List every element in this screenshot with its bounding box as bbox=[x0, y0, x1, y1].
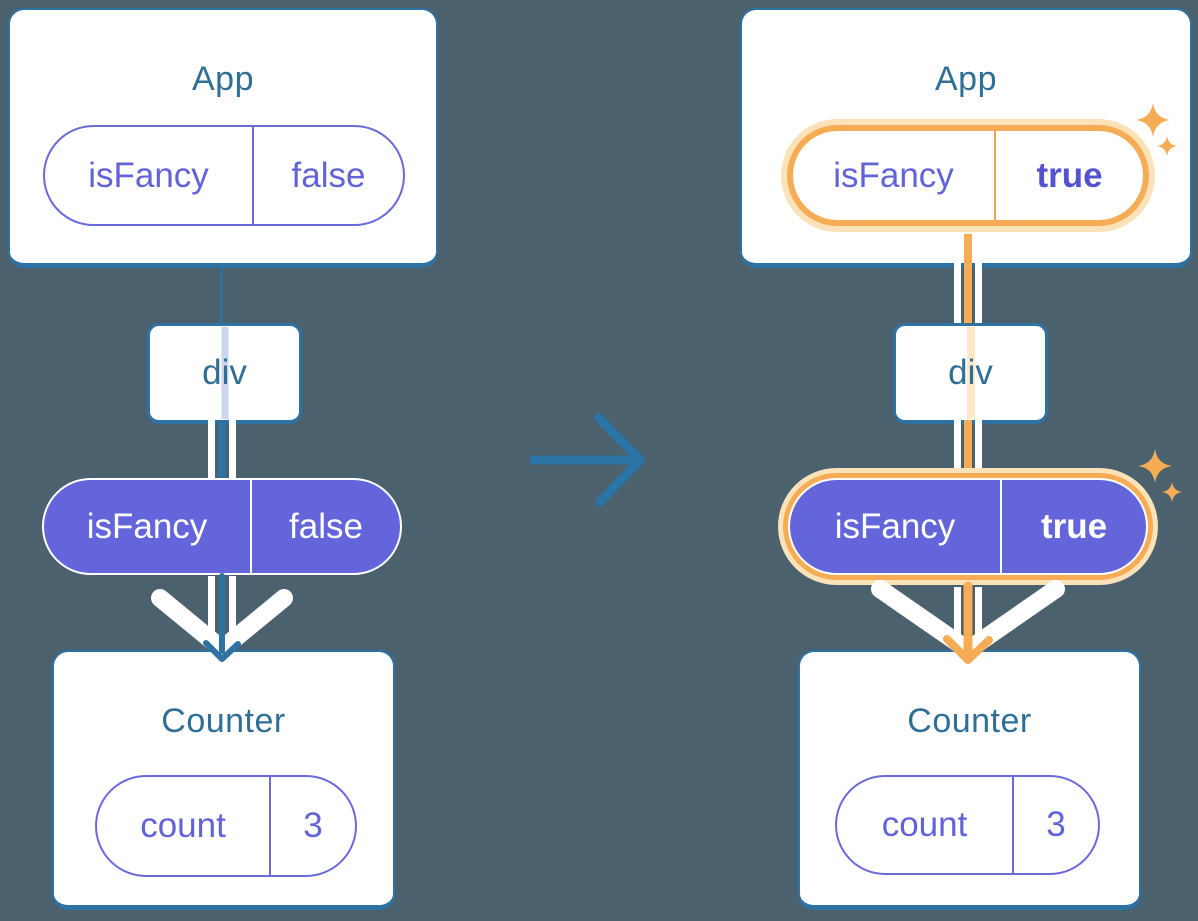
right-counter-state-pill: count 3 bbox=[835, 775, 1100, 875]
transition-arrow-icon bbox=[594, 413, 645, 507]
right-prop-flow-line bbox=[954, 262, 961, 330]
left-app-prop-pill: isFancy false bbox=[43, 125, 405, 226]
pill-key-cell: count bbox=[140, 806, 226, 845]
through-line bbox=[966, 327, 975, 419]
through-line bbox=[221, 327, 228, 419]
left-render-line bbox=[218, 420, 226, 480]
right-passed-prop-pill: isFancy true bbox=[788, 478, 1148, 575]
pill-key-cell: isFancy bbox=[834, 506, 956, 546]
right-render-line bbox=[964, 420, 972, 480]
pill-key-cell: isFancy bbox=[88, 155, 209, 195]
right-counter-title: Counter bbox=[907, 702, 1032, 740]
right-prop-flow-line bbox=[975, 262, 982, 330]
sparkle-icon bbox=[1138, 449, 1172, 483]
right-counter-card: Counter count 3 bbox=[798, 650, 1141, 910]
left-counter-state-pill: count 3 bbox=[95, 775, 357, 877]
pill-value-cell: true bbox=[994, 131, 1143, 220]
pill-key-cell: isFancy bbox=[86, 506, 208, 546]
left-passed-prop-pill: isFancy false bbox=[42, 478, 402, 575]
right-div-card: div bbox=[893, 323, 1048, 424]
white-chevron-icon bbox=[151, 589, 293, 658]
right-div-label: div bbox=[948, 353, 993, 392]
sparkle-icon bbox=[1161, 481, 1183, 503]
right-app-card: App isFancy true bbox=[740, 8, 1192, 268]
pill-value-cell: 3 bbox=[269, 777, 355, 875]
left-prop-flow-line bbox=[208, 576, 215, 638]
pill-value-cell: false bbox=[250, 480, 400, 573]
right-prop-flow-line bbox=[954, 420, 961, 480]
left-prop-flow-line bbox=[229, 420, 236, 480]
left-app-div-connector bbox=[220, 266, 223, 326]
right-app-title: App bbox=[935, 60, 997, 98]
left-counter-title: Counter bbox=[161, 702, 286, 740]
pill-key-cell: count bbox=[881, 805, 968, 844]
pill-value-cell: false bbox=[252, 127, 403, 224]
right-app-prop-pill: isFancy true bbox=[787, 125, 1149, 226]
pill-key-cell: isFancy bbox=[833, 155, 954, 195]
right-prop-flow-line bbox=[975, 420, 982, 480]
left-div-card: div bbox=[147, 323, 302, 424]
right-prop-flow-line bbox=[954, 587, 961, 640]
white-chevron-icon bbox=[871, 580, 1065, 659]
left-prop-flow-line bbox=[208, 420, 215, 480]
left-counter-card: Counter count 3 bbox=[52, 650, 395, 910]
left-prop-flow-line bbox=[229, 576, 236, 638]
right-render-line bbox=[964, 234, 972, 330]
left-div-label: div bbox=[202, 353, 247, 392]
right-prop-flow-line bbox=[975, 587, 982, 640]
pill-value-cell: true bbox=[1000, 480, 1146, 573]
pill-value-cell: 3 bbox=[1012, 777, 1098, 873]
left-app-card: App isFancy false bbox=[8, 8, 438, 268]
left-app-title: App bbox=[192, 60, 254, 98]
